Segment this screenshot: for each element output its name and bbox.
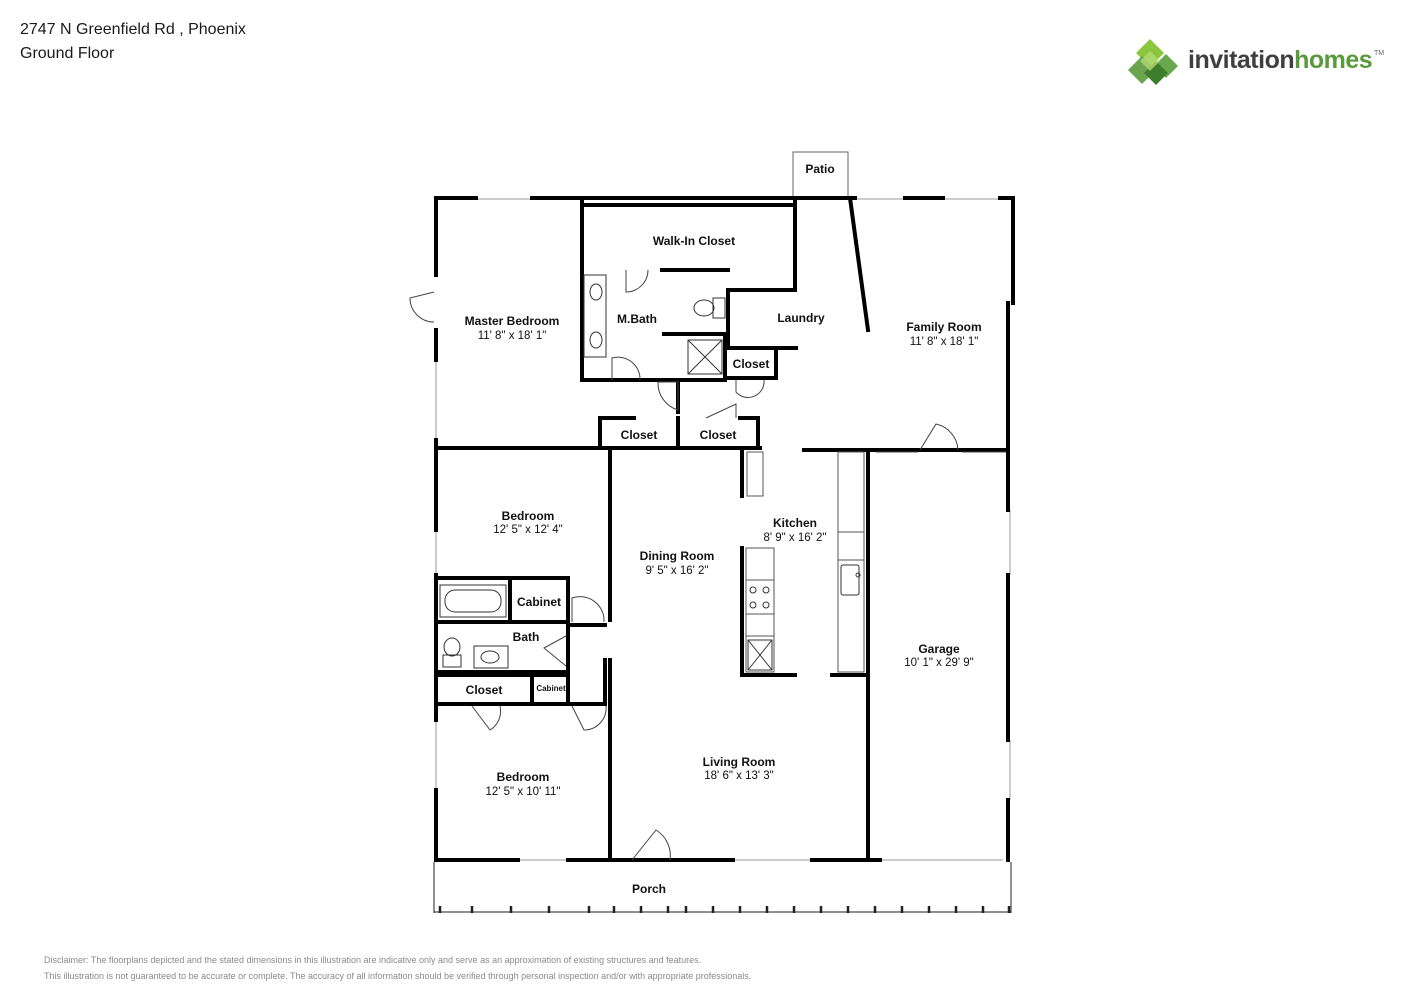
door-walkin [625,269,649,293]
dims-dining-room: 9' 5" x 16' 2" [645,565,708,577]
room-garage: Garage [918,642,960,656]
room-closet-hall-1: Closet [621,428,658,442]
master-toilet-icon [693,297,726,319]
property-address: 2747 N Greenfield Rd , Phoenix [20,21,246,38]
room-m-bath: M.Bath [617,312,657,326]
dims-kitchen: 8' 9" x 16' 2" [763,532,826,544]
logo-wordmark: invitationhomes [1188,46,1373,75]
bath-sink-icon [473,645,509,669]
room-cabinet-2: Cabinet [536,684,566,693]
window-markers [435,198,1011,861]
patio-outline [792,151,849,196]
door-front [631,829,671,861]
logo-word-invitation: invitation [1188,46,1295,74]
kitchen-sink-icon [840,564,861,596]
dims-garage: 10' 1" x 29' 9" [904,657,973,669]
double-vanity-icon [583,274,607,358]
room-master-bedroom: Master Bedroom [465,314,560,328]
door-bath [543,635,567,667]
disclaimer-line-2: This illustration is not guaranteed to b… [44,971,752,981]
room-kitchen: Kitchen [773,516,817,530]
door-mbath [611,356,641,381]
room-patio: Patio [805,162,834,176]
room-cabinet-1: Cabinet [517,595,561,609]
room-closet-bedroom: Closet [466,683,503,697]
door-laundry-closet [735,379,765,398]
porch-outline [433,862,1012,913]
invitation-homes-logo: invitationhomes TM [1128,36,1398,90]
room-laundry: Laundry [777,311,825,325]
room-dining-room: Dining Room [640,549,715,563]
logo-trademark: TM [1374,50,1385,57]
disclaimer-line-1: Disclaimer: The floorplans depicted and … [44,955,702,965]
toilet-icon [442,637,462,668]
fridge-icon [747,639,773,671]
door-garage [919,423,959,451]
dims-bedroom-2: 12' 5" x 10' 11" [485,786,560,798]
room-closet-laundry: Closet [733,357,770,371]
dims-living-room: 18' 6" x 13' 3" [704,770,773,782]
kitchen-counters [745,451,865,673]
stove-icon [749,586,770,609]
room-porch: Porch [632,882,666,896]
room-family-room: Family Room [906,320,981,334]
dims-bedroom-1: 12' 5" x 12' 4" [493,524,562,536]
door-bedroom1 [571,596,605,623]
floor-name: Ground Floor [20,45,115,62]
porch-posts [438,906,1011,913]
door-closet [471,705,502,731]
door-bedroom2 [571,705,607,731]
logo-diamond-icon [1128,39,1178,85]
bathtub-icon [439,584,507,618]
room-bedroom-1: Bedroom [502,509,555,523]
logo-word-homes: homes [1294,46,1373,74]
door-master-exterior [409,291,435,323]
room-closet-hall-2: Closet [700,428,737,442]
room-walk-in-closet: Walk-In Closet [653,234,735,248]
dims-family-room: 11' 8" x 18' 1" [910,336,979,348]
door-swings [409,269,1006,861]
shower-icon [687,339,723,375]
door-hall-closet [705,403,737,419]
room-bath: Bath [513,630,540,644]
door-hall [657,381,679,411]
walls [434,195,1015,862]
room-living-room: Living Room [703,755,776,769]
dims-master-bedroom: 11' 8" x 18' 1" [478,330,547,342]
room-bedroom-2: Bedroom [497,770,550,784]
